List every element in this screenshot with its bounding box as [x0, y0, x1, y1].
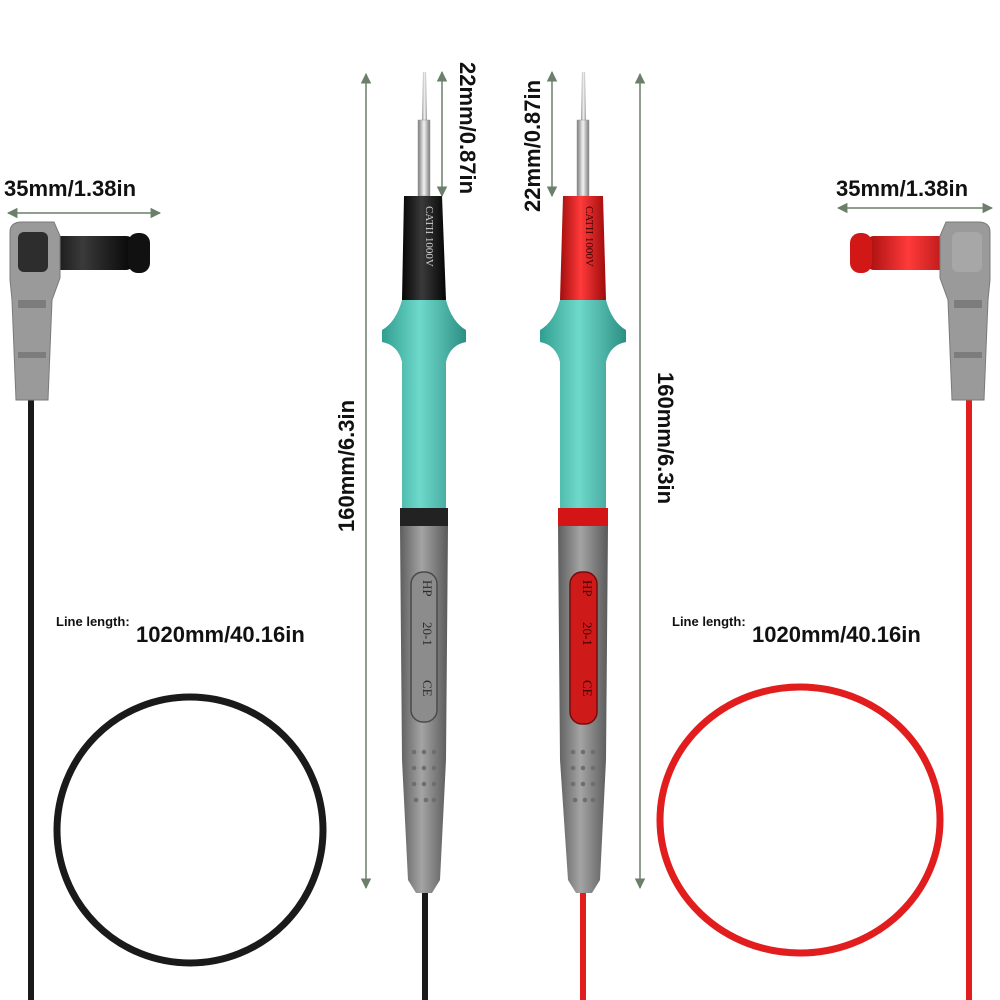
- black-probe-length-label: 160mm/6.3in: [334, 399, 359, 532]
- red-probe-brand: HP: [580, 580, 595, 597]
- black-plug-tip: [128, 233, 150, 273]
- black-probe: [382, 72, 466, 1000]
- red-line-length-caption: Line length:: [672, 614, 746, 629]
- black-plug-sleeve: [40, 236, 134, 270]
- red-probe-model: 20-1: [580, 622, 595, 646]
- red-probe-cert: CE: [580, 680, 595, 697]
- red-line-length-value: 1020mm/40.16in: [752, 622, 921, 647]
- black-probe-model: 20-1: [420, 622, 435, 646]
- black-cable-coil: [53, 693, 327, 967]
- black-probe-rating: CATII 1000V: [423, 206, 435, 267]
- black-probe-teal-grip: [382, 300, 466, 508]
- black-banana-connector: [9, 221, 150, 1000]
- red-probe-shroud: [560, 196, 606, 300]
- red-tip-length-label: 22mm/0.87in: [520, 79, 545, 212]
- red-plug-sleeve: [866, 236, 960, 270]
- black-connector-length-label: 35mm/1.38in: [4, 176, 137, 201]
- red-plug-tip: [850, 233, 872, 273]
- red-probe-length-label: 160mm/6.3in: [653, 372, 678, 505]
- red-probe-rating: CATII 1000V: [583, 206, 595, 267]
- black-line-length-value: 1020mm/40.16in: [136, 622, 305, 647]
- red-cable-coil: [656, 683, 944, 957]
- black-probe-shroud: [402, 196, 446, 300]
- red-banana-connector: [850, 221, 991, 1000]
- red-probe: [540, 72, 626, 1000]
- red-probe-teal-grip: [540, 300, 626, 508]
- red-connector-length-label: 35mm/1.38in: [836, 176, 969, 201]
- black-probe-cert: CE: [420, 680, 435, 697]
- black-probe-brand: HP: [420, 580, 435, 597]
- black-line-length-caption: Line length:: [56, 614, 130, 629]
- black-tip-length-label: 22mm/0.87in: [455, 62, 480, 195]
